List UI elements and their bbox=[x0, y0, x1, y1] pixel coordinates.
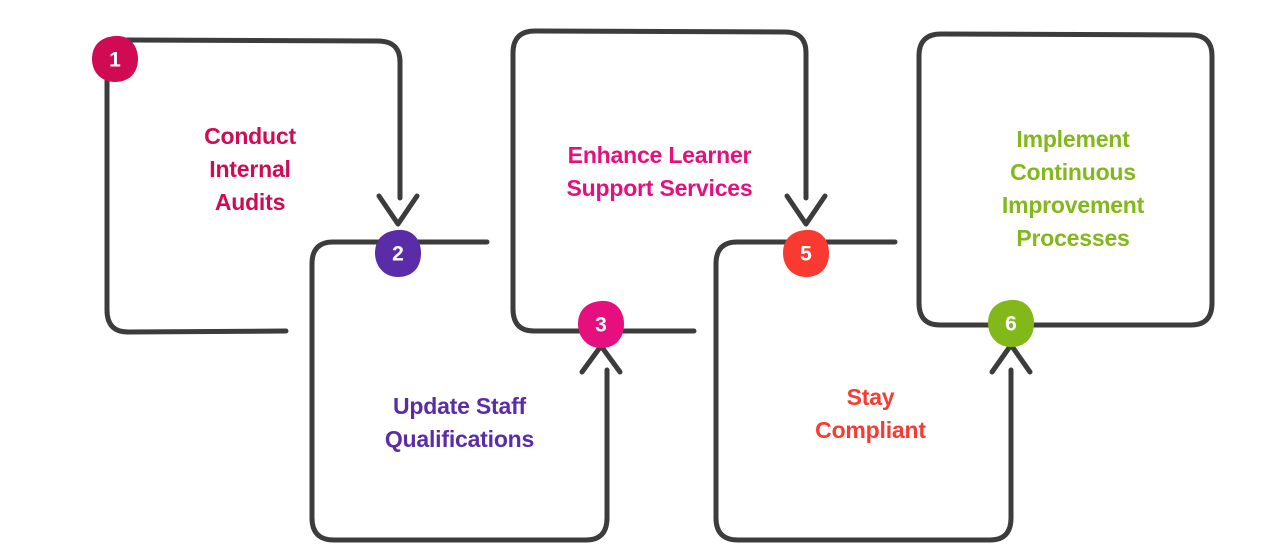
badge-5-number: 5 bbox=[800, 243, 812, 266]
connector-1-to-2 bbox=[376, 193, 420, 227]
badge-6-number: 6 bbox=[1005, 313, 1017, 336]
arrow-up-icon-1 bbox=[579, 343, 623, 375]
badge-1-number: 1 bbox=[109, 49, 121, 72]
step-badge-6[interactable]: 6 bbox=[988, 299, 1034, 347]
connector-3-to-5 bbox=[784, 193, 828, 227]
step-5-label: Stay Compliant bbox=[815, 384, 926, 443]
badge-1-blob bbox=[92, 35, 138, 82]
step-6-shape[interactable] bbox=[916, 31, 1215, 328]
step-3-label: Enhance Learner Support Services bbox=[566, 142, 753, 201]
arrow-down-icon-1 bbox=[376, 193, 420, 227]
step-5-shape[interactable] bbox=[713, 239, 1014, 543]
step-1-label: Conduct Internal Audits bbox=[204, 123, 296, 215]
step-2-label: Update Staff Qualifications bbox=[384, 393, 535, 452]
step-6-label: Implement Continuous Improvement Process… bbox=[1001, 126, 1145, 251]
connector-2-to-3 bbox=[579, 343, 623, 375]
step-2-box-outline bbox=[309, 239, 610, 543]
badge-6-blob bbox=[988, 299, 1034, 347]
badge-5-blob bbox=[783, 229, 829, 277]
step-3-shape[interactable] bbox=[510, 28, 809, 334]
step-5-box-outline bbox=[713, 239, 1014, 543]
badge-2-blob bbox=[375, 229, 421, 277]
step-2-shape[interactable] bbox=[309, 239, 610, 543]
step-badge-3[interactable]: 3 bbox=[578, 300, 624, 348]
step-6-box-outline bbox=[916, 31, 1215, 328]
badge-3-number: 3 bbox=[595, 314, 607, 337]
badge-3-blob bbox=[578, 300, 624, 348]
badge-2-number: 2 bbox=[392, 243, 404, 266]
step-3-box-outline bbox=[510, 28, 809, 334]
step-badge-2[interactable]: 2 bbox=[375, 229, 421, 277]
step-badge-1[interactable]: 1 bbox=[92, 35, 138, 82]
step-badge-5[interactable]: 5 bbox=[783, 229, 829, 277]
arrow-down-icon-2 bbox=[784, 193, 828, 227]
step-1-box-bottom bbox=[104, 83, 289, 335]
